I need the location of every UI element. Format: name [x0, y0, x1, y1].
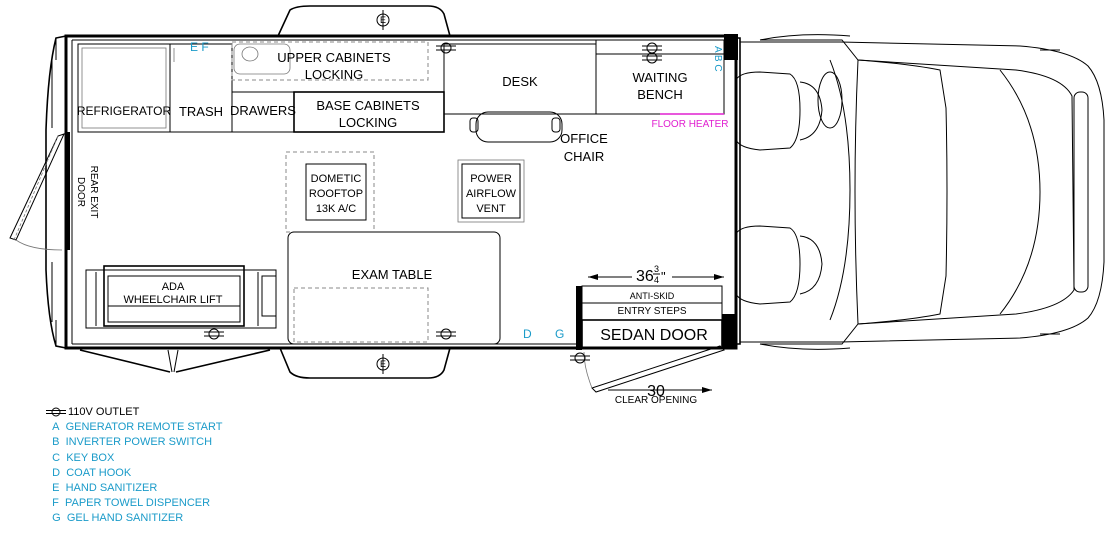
exam-table: EXAM TABLE: [287, 231, 501, 345]
exam-table-label: EXAM TABLE: [352, 267, 433, 282]
marker-g: G: [555, 327, 564, 341]
legend-outlet-row: 110V OUTLET: [46, 405, 222, 420]
office-chair-label-2: CHAIR: [564, 149, 604, 164]
refrigerator: REFRIGERATOR: [77, 43, 172, 133]
refrigerator-label: REFRIGERATOR: [77, 104, 172, 118]
wheelchair-lift: ADA WHEELCHAIR LIFT: [85, 265, 277, 329]
top-bumpout: [277, 5, 451, 37]
legend-key: E: [52, 482, 60, 495]
vent-label-1: POWER: [470, 173, 512, 185]
legend-item: F PAPER TOWEL DISPENCER: [46, 496, 222, 511]
legend-text: GEL HAND SANITIZER: [66, 512, 184, 525]
lift-doors: [79, 349, 271, 373]
legend-text: COAT HOOK: [66, 466, 132, 479]
legend-item: B INVERTER POWER SWITCH: [46, 435, 222, 450]
power-vent: POWER AIRFLOW VENT: [457, 159, 525, 223]
hand-sanitizer-bottom: E: [376, 354, 390, 374]
legend-key: B: [52, 436, 60, 449]
drawers: DRAWERS: [230, 91, 296, 133]
legend-key: F: [52, 497, 59, 510]
outlet-icon: [642, 52, 662, 64]
outlet-icon: [642, 42, 662, 54]
rear-exit-label-1: REAR EXIT: [88, 166, 99, 219]
legend-item: D COAT HOOK: [46, 466, 222, 481]
outlet-icon: [570, 352, 590, 364]
marker-d: D: [523, 327, 532, 341]
upper-cabinets-label-1: UPPER CABINETS: [277, 50, 391, 65]
lift-label-1: ADA: [162, 281, 185, 293]
sedan-door-label: SEDAN DOOR: [600, 327, 708, 344]
marker-abc: A B C: [712, 46, 723, 72]
marker-ef: E F: [190, 40, 209, 54]
desk: DESK: [443, 43, 597, 115]
waiting-bench: WAITING BENCH: [595, 39, 725, 115]
vent-label-2: AIRFLOW: [466, 188, 517, 200]
outlet-icon: [204, 328, 224, 340]
floor-heater-label: FLOOR HEATER: [651, 119, 728, 130]
legend-text: INVERTER POWER SWITCH: [65, 436, 213, 449]
legend-key: D: [52, 466, 61, 479]
rear-exit-label: REAR EXIT DOOR: [75, 166, 99, 219]
rear-exit-door: [9, 132, 70, 251]
outlets: [204, 42, 662, 364]
steps-label-1: ANTI-SKID: [630, 291, 675, 301]
ac-label-3: 13K A/C: [316, 203, 356, 215]
lift-label-2: WHEELCHAIR LIFT: [123, 294, 222, 306]
legend-key: A: [52, 421, 60, 434]
hand-sanitizer-top: E: [376, 10, 390, 30]
legend-text: KEY BOX: [66, 451, 115, 464]
drawers-label: DRAWERS: [230, 103, 296, 118]
outlet-icon: [436, 328, 456, 340]
legend-item: E HAND SANITIZER: [46, 481, 222, 496]
vent-label-3: VENT: [476, 203, 506, 215]
clear-opening-label: CLEAR OPENING: [615, 395, 697, 406]
marker-e-top: E: [380, 15, 386, 25]
rear-exit-label-2: DOOR: [75, 177, 86, 207]
legend-text: GENERATOR REMOTE START: [65, 421, 223, 434]
outlet-icon: [436, 42, 456, 54]
legend-item: A GENERATOR REMOTE START: [46, 420, 222, 435]
upper-cabinets: UPPER CABINETS LOCKING: [231, 41, 429, 82]
marker-e-bottom: E: [380, 359, 386, 369]
steps-label-2: ENTRY STEPS: [617, 306, 686, 317]
office-chair: OFFICE CHAIR: [469, 111, 608, 164]
legend: 110V OUTLET A GENERATOR REMOTE START B I…: [46, 405, 222, 527]
step-width-dimension: 36 3 4 ": [588, 264, 724, 285]
base-cabinets: BASE CABINETS LOCKING: [293, 91, 445, 133]
step-width-num: 3: [654, 264, 659, 274]
legend-text: PAPER TOWEL DISPENCER: [64, 497, 211, 510]
sedan-door-swing: 30 CLEAR OPENING: [583, 345, 725, 406]
legend-text: HAND SANITIZER: [65, 482, 158, 495]
clear-opening-value: 30: [647, 383, 665, 400]
step-width-value: 36: [636, 268, 654, 285]
rooftop-ac: DOMETIC ROOFTOP 13K A/C: [285, 151, 375, 233]
legend-key: G: [52, 512, 61, 525]
outlet-icon: [46, 407, 66, 417]
rear-end: [45, 35, 67, 349]
step-width-unit: ": [661, 269, 666, 284]
desk-label: DESK: [502, 74, 538, 89]
base-cabinets-label-1: BASE CABINETS: [316, 98, 420, 113]
upper-cabinets-label-2: LOCKING: [305, 67, 364, 82]
legend-item: G GEL HAND SANITIZER: [46, 511, 222, 526]
ac-label-2: ROOFTOP: [309, 188, 363, 200]
legend-item: C KEY BOX: [46, 451, 222, 466]
bottom-bumpout: [279, 347, 451, 379]
legend-key: C: [52, 451, 61, 464]
legend-outlet-label: 110V OUTLET: [68, 406, 140, 418]
trash: TRASH: [169, 43, 233, 133]
base-cabinets-label-2: LOCKING: [339, 115, 398, 130]
trash-label: TRASH: [179, 104, 223, 119]
step-width-den: 4: [654, 275, 659, 285]
cab: [724, 34, 1105, 350]
sink-area: [233, 43, 291, 75]
waiting-bench-label-1: WAITING: [632, 70, 687, 85]
entry-steps: ANTI-SKID ENTRY STEPS SEDAN DOOR: [576, 285, 736, 350]
ac-label-1: DOMETIC: [311, 173, 362, 185]
waiting-bench-label-2: BENCH: [637, 87, 683, 102]
office-chair-label-1: OFFICE: [560, 131, 608, 146]
